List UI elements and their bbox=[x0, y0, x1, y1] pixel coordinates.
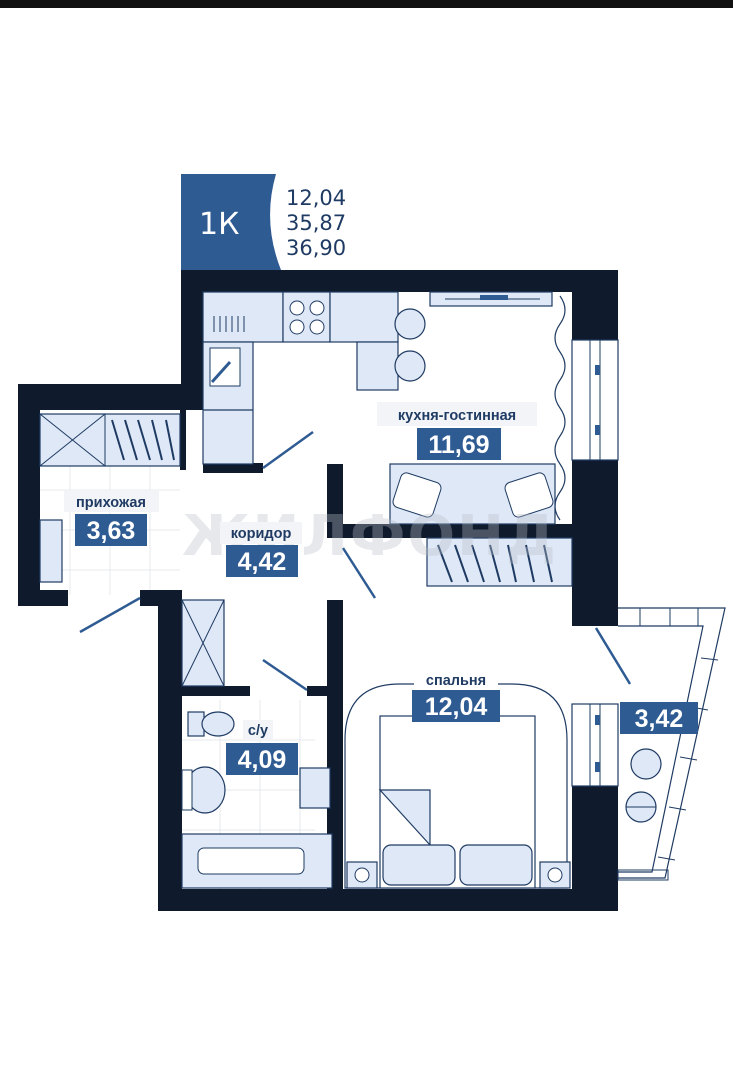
room-area: 3,42 bbox=[635, 705, 684, 733]
room-name: коридор bbox=[231, 526, 292, 542]
faucet-icon bbox=[210, 360, 232, 384]
kitchen-door bbox=[262, 430, 314, 470]
shoe-rack bbox=[39, 519, 63, 583]
room-label-balcony: 3,42 bbox=[620, 702, 698, 734]
room-name: с/у bbox=[248, 723, 268, 739]
room-area: 4,09 bbox=[238, 746, 287, 774]
room-name: кухня-гостинная bbox=[398, 408, 516, 424]
curtain-icon bbox=[554, 295, 566, 521]
room-label-bathroom: с/у 4,09 bbox=[226, 720, 298, 775]
bedroom-door bbox=[341, 547, 377, 599]
room-area: 3,63 bbox=[87, 517, 136, 545]
room-label-corridor: коридор 4,42 bbox=[220, 522, 302, 577]
entrance-door bbox=[79, 596, 141, 634]
room-name: спальня bbox=[426, 673, 486, 689]
room-name: прихожая bbox=[76, 495, 146, 511]
balcony-door bbox=[594, 627, 632, 685]
hall-furniture bbox=[39, 413, 181, 583]
hob-burner-icon bbox=[309, 319, 325, 335]
walls bbox=[18, 270, 618, 911]
apartment-type: 1К bbox=[199, 207, 239, 242]
hob-burner-icon bbox=[289, 300, 305, 316]
room-label-bedroom: спальня 12,04 bbox=[412, 670, 500, 722]
top-bar bbox=[0, 0, 733, 8]
lamp-icon bbox=[354, 867, 370, 883]
room-area: 12,04 bbox=[425, 693, 488, 721]
balcony bbox=[617, 607, 726, 881]
toilet-icon bbox=[201, 711, 235, 737]
bar-stool-2 bbox=[394, 350, 426, 382]
hob-burner-icon bbox=[289, 319, 305, 335]
bedroom-furniture bbox=[344, 537, 573, 889]
balcony-chair-1 bbox=[630, 748, 662, 780]
room-label-kitchen: кухня-гостинная 11,69 bbox=[377, 402, 537, 460]
wardrobe bbox=[39, 413, 181, 467]
room-area: 11,69 bbox=[428, 431, 489, 459]
windows bbox=[571, 339, 619, 787]
bathroom-door bbox=[262, 658, 308, 692]
total-area-with-balcony: 36,90 bbox=[286, 236, 346, 260]
room-area: 4,42 bbox=[238, 548, 287, 576]
total-area: 35,87 bbox=[286, 211, 346, 235]
living-area: 12,04 bbox=[286, 186, 346, 210]
washing-machine bbox=[299, 767, 331, 809]
room-label-hall: прихожая 3,63 bbox=[64, 490, 159, 546]
doors bbox=[79, 430, 632, 692]
bathroom-furniture bbox=[181, 599, 333, 889]
pillow-2 bbox=[459, 844, 533, 886]
bed-rug bbox=[344, 683, 568, 889]
hob-burner-icon bbox=[309, 300, 325, 316]
apartment-badge: 1К 12,04 35,87 36,90 bbox=[181, 174, 346, 270]
kitchen-furniture bbox=[202, 291, 566, 525]
lamp-icon bbox=[547, 867, 563, 883]
bar-stool-1 bbox=[394, 308, 426, 340]
pillow-1 bbox=[382, 844, 456, 886]
